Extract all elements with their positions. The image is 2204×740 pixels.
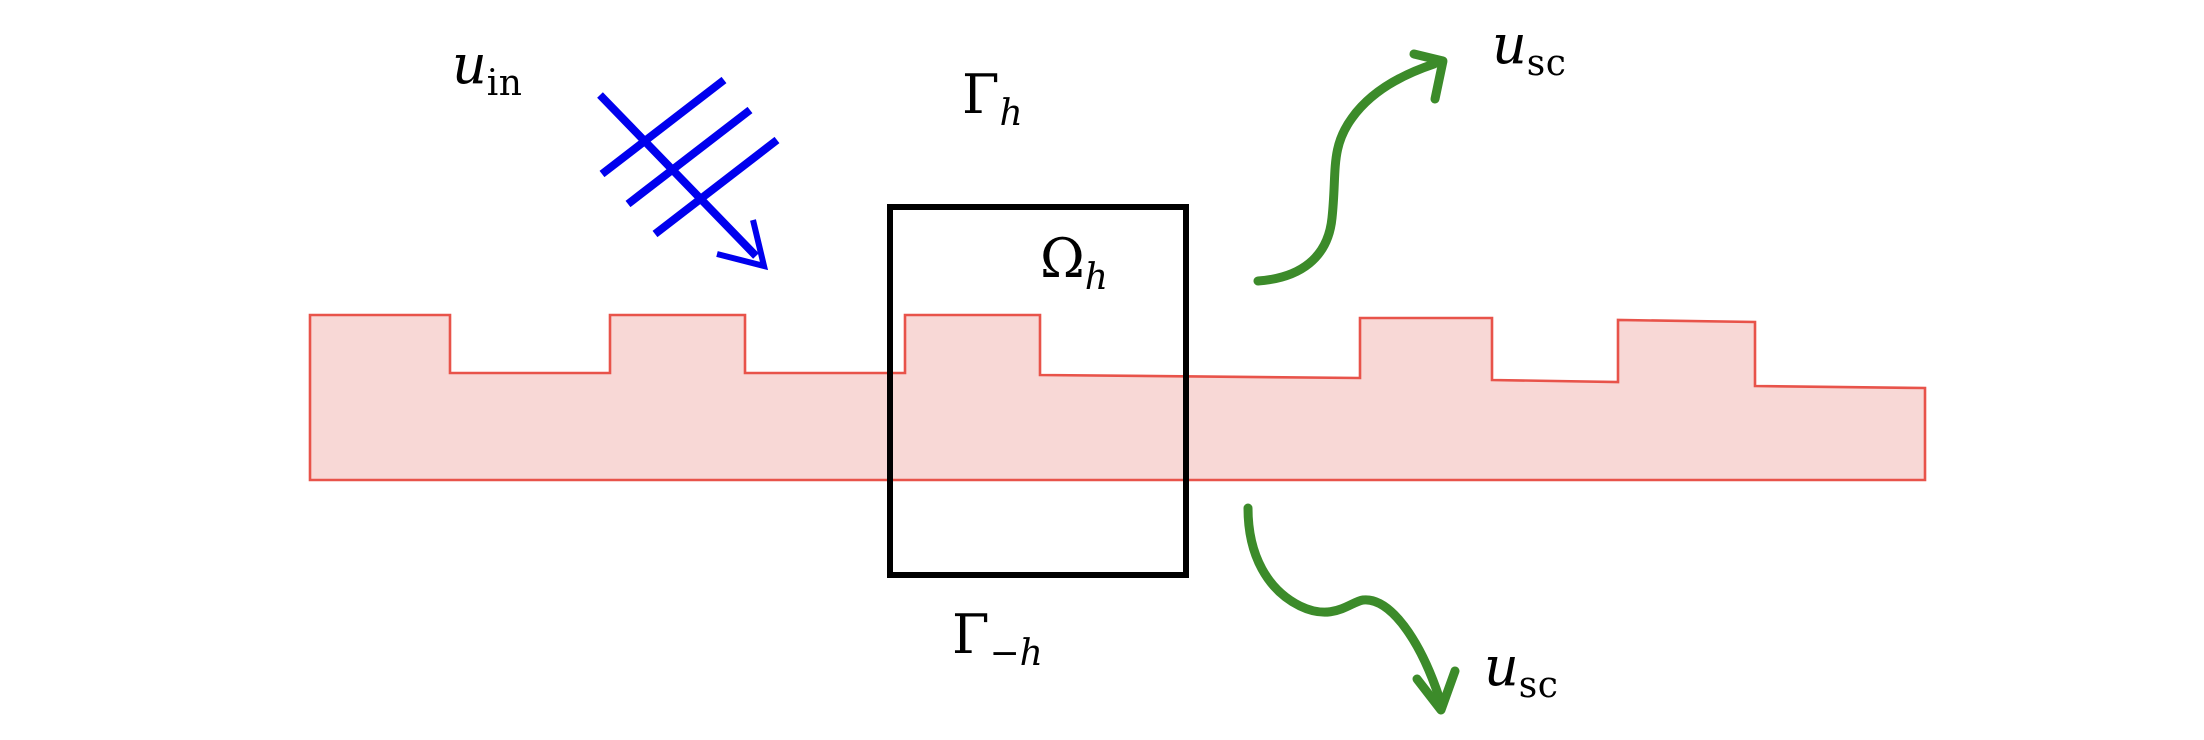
label-gamma-minus-h-base: Γ (952, 603, 990, 666)
label-gamma-minus-h-sub: −h (989, 633, 1043, 674)
scattered-top-arrowhead (1409, 49, 1448, 104)
grating-polygon (308, 313, 1927, 482)
incident-wavefront-3 (652, 136, 780, 238)
label-incident-sub: in (486, 63, 523, 104)
label-incident-wave: uin (452, 38, 522, 102)
label-scattered-top: usc (1492, 18, 1566, 82)
incident-shaft (597, 92, 759, 259)
label-omega-h: Ωh (1040, 232, 1108, 296)
scattered-bottom-arrowhead (1412, 666, 1460, 715)
label-scattered-top-base: u (1492, 13, 1527, 76)
label-scattered-top-sub: sc (1526, 43, 1567, 84)
label-gamma-h-base: Γ (962, 63, 1000, 126)
scattered-wave-arrow-bottom (1243, 503, 1460, 715)
label-incident-base: u (452, 33, 487, 96)
omega-box-rect (887, 204, 1189, 578)
scattered-top-path (1253, 59, 1439, 286)
incident-wavefront-1 (599, 76, 727, 178)
label-gamma-minus-h: Γ−h (952, 608, 1043, 672)
incident-wave-arrow (597, 76, 780, 271)
label-scattered-bottom-sub: sc (1518, 665, 1559, 706)
label-scattered-bottom: usc (1484, 640, 1558, 704)
scattered-wave-arrow-top (1253, 49, 1448, 286)
label-omega-h-sub: h (1084, 257, 1108, 298)
label-omega-h-base: Ω (1040, 227, 1085, 290)
incident-arrowhead (716, 219, 769, 271)
label-gamma-h: Γh (962, 68, 1023, 132)
grating-region (308, 313, 1927, 482)
label-scattered-bottom-base: u (1484, 635, 1519, 698)
incident-wavefront-2 (625, 106, 753, 208)
truncation-box (887, 204, 1189, 578)
scattered-bottom-path (1243, 503, 1444, 702)
label-gamma-h-sub: h (999, 93, 1023, 134)
